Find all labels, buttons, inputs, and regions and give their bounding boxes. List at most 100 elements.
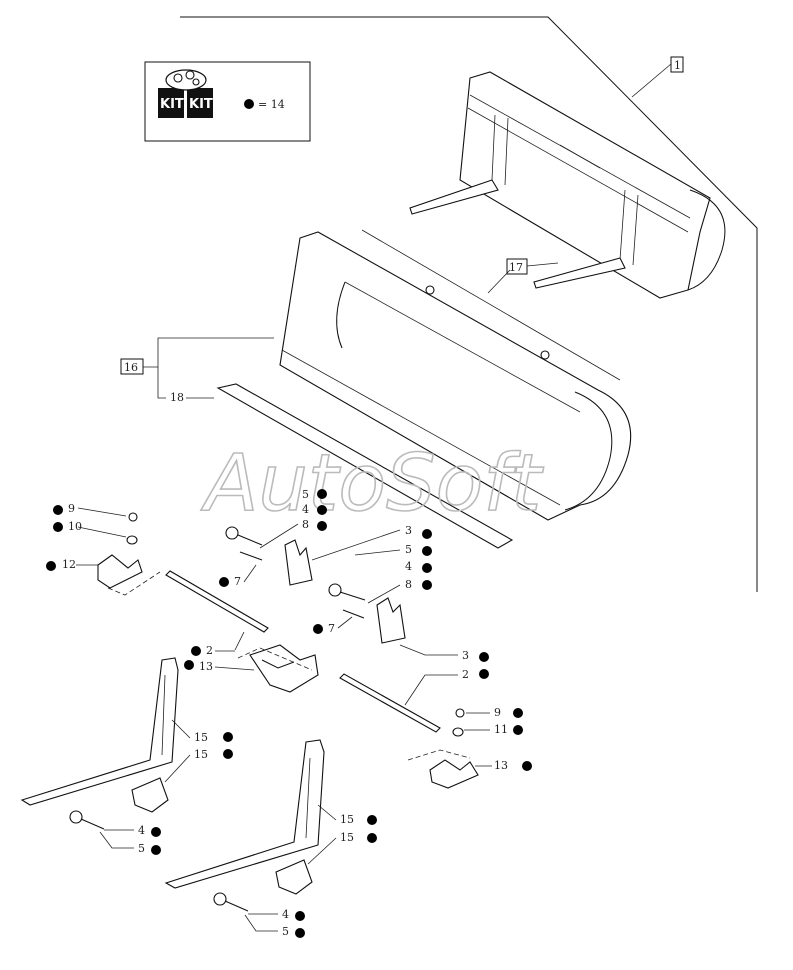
bracket-10 — [97, 554, 143, 589]
pin-ring-4d — [213, 892, 227, 906]
hook-plate-3b — [376, 597, 406, 644]
leader-17 — [487, 269, 511, 294]
leader-5d — [244, 914, 278, 932]
dot-9b — [513, 725, 523, 735]
dash-10 — [107, 571, 161, 596]
front-bucket-curve — [336, 281, 346, 349]
kit-icon: KIT KIT — [158, 69, 213, 118]
callout-9a: 10 — [68, 520, 82, 533]
fork-bracket-13a — [131, 777, 169, 813]
bolt-8a — [128, 512, 138, 522]
callout-8b: 9 — [494, 706, 501, 719]
leader-13a — [164, 754, 191, 783]
rear-bucket-bracket — [559, 144, 601, 169]
callout-7a: 8 — [302, 518, 309, 531]
callout-3b: 3 — [462, 649, 469, 662]
washer-9a — [126, 535, 138, 545]
callout-11: 13 — [199, 660, 213, 673]
callout-1: 1 — [674, 59, 681, 72]
callout-6a: 7 — [234, 575, 241, 588]
pin-6b — [342, 609, 365, 619]
rear-bucket-post-2 — [504, 117, 509, 186]
leader-5c — [99, 831, 134, 849]
frame-line — [180, 16, 758, 592]
leader-6a — [243, 564, 257, 583]
bolt-8b — [455, 708, 465, 718]
leader-16b — [157, 367, 166, 399]
pin-ring-4c — [69, 810, 83, 824]
front-bucket-hook-2 — [540, 350, 550, 360]
fork-15a — [20, 657, 179, 806]
leader-15b — [317, 804, 337, 821]
kit-label-right: KIT — [189, 97, 213, 112]
kit-dot-marker — [244, 99, 254, 109]
leader-17b — [526, 262, 559, 267]
dot-4c — [151, 827, 161, 837]
front-bucket-lip — [281, 349, 561, 506]
watermark: AutoSoft — [200, 439, 544, 529]
pin-shaft-4c — [80, 818, 105, 830]
pin-ring-4b — [328, 583, 342, 597]
rear-bucket-post-3 — [619, 189, 626, 261]
callout-13a: 15 — [194, 748, 208, 761]
dash-12 — [407, 749, 471, 761]
rear-bucket-rail-2 — [467, 107, 689, 233]
rear-fork-left — [409, 179, 499, 215]
callout-13b: 15 — [340, 831, 354, 844]
callout-4a: 4 — [302, 503, 309, 516]
guide-line-17a — [361, 229, 621, 381]
leader-15a — [171, 719, 191, 739]
dot-5c — [151, 845, 161, 855]
dot-8a — [53, 505, 63, 515]
callout-3a: 3 — [405, 524, 412, 537]
kit-legend: KIT KIT = 14 — [144, 61, 311, 142]
callout-6b: 7 — [328, 622, 335, 635]
dot-15a — [223, 732, 233, 742]
callout-2a: 2 — [206, 644, 213, 657]
center-bracket-11-detail — [261, 659, 295, 669]
kit-legend-box — [144, 61, 311, 142]
dot-13a — [223, 749, 233, 759]
callout-15b: 15 — [340, 813, 354, 826]
kit-part-3 — [192, 78, 200, 86]
leader-6b — [337, 616, 353, 629]
pin-ring-4a — [225, 526, 239, 540]
pin-shaft-4a — [237, 534, 263, 546]
rear-bucket-body — [459, 71, 711, 299]
leader-3b — [399, 644, 458, 656]
dot-9a — [53, 522, 63, 532]
dot-5a — [317, 489, 327, 499]
callout-5a: 5 — [302, 488, 309, 501]
leader-3a — [311, 529, 401, 561]
cutting-edge — [216, 383, 514, 549]
dot-3a — [422, 529, 432, 539]
pin-shaft-4d — [224, 900, 249, 912]
rear-bucket-post-1 — [491, 114, 496, 181]
callout-5b: 5 — [405, 543, 412, 556]
kit-equation: = 14 — [258, 98, 285, 111]
leader-7a — [259, 523, 299, 549]
fork-bracket-13b — [275, 859, 313, 895]
kit-box-left — [158, 88, 184, 118]
front-bucket-inner — [344, 281, 581, 413]
dot-6a — [219, 577, 229, 587]
dash-11 — [237, 647, 313, 671]
kit-label-left: KIT — [160, 97, 184, 112]
dot-2a — [191, 646, 201, 656]
kit-part-1 — [173, 73, 183, 83]
leader-2a — [234, 631, 245, 651]
pin-shaft-4b — [339, 591, 366, 601]
front-bucket — [279, 231, 632, 521]
leader-13b — [307, 837, 337, 865]
callout-16: 16 — [124, 361, 138, 374]
callout-18: 18 — [170, 391, 184, 404]
callout-box-16 — [120, 358, 144, 375]
kit-part-2 — [185, 70, 195, 80]
washer-9b — [452, 727, 464, 737]
leader-16a — [143, 337, 274, 368]
pin-6a — [239, 551, 263, 561]
dot-7b — [422, 580, 432, 590]
dot-3b — [479, 652, 489, 662]
